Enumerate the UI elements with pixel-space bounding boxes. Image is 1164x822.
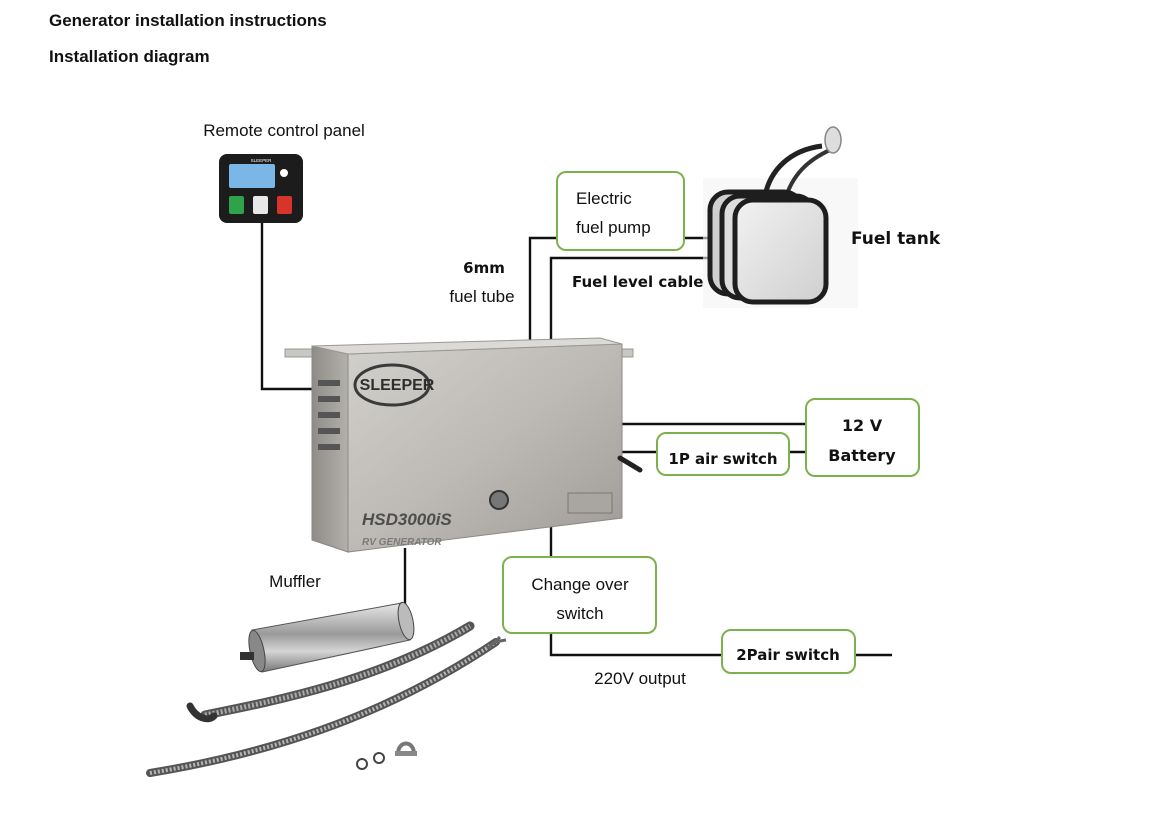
muffler (240, 601, 415, 673)
changeover-label-line2: switch (556, 604, 603, 623)
generator-unit: SLEEPER HSD3000iS RV GENERATOR (284, 337, 643, 553)
remote-panel-label: Remote control panel (203, 121, 365, 140)
electric-fuel-pump-label-line1: Electric (576, 189, 632, 208)
fuel-level-cable-label: Fuel level cable (572, 273, 703, 291)
pair-switch-label: 2Pair switch (736, 646, 840, 664)
changeover-label-line1: Change over (531, 575, 629, 594)
air-switch-box (656, 432, 790, 476)
battery-label-line1: 12 V (842, 416, 883, 435)
fuel-tube-label-line1: 6mm (463, 259, 505, 277)
remote-control-panel: SLEEPER (219, 154, 303, 223)
fuel-cap-icon (489, 490, 509, 510)
fuel-tank (703, 126, 858, 308)
vent-slots (318, 380, 340, 450)
electric-fuel-pump-label-line2: fuel pump (576, 218, 651, 237)
panel-knob-icon (280, 169, 288, 177)
page-subtitle: Installation diagram (49, 47, 210, 66)
battery-label-line2: Battery (828, 446, 896, 465)
hose-clamps-icon (356, 741, 417, 770)
pair-switch-box (721, 629, 856, 674)
fuel-tube-line (528, 236, 557, 340)
model-subtitle: RV GENERATOR (362, 537, 442, 548)
changeover-switch-box (502, 556, 657, 634)
air-switch-label: 1P air switch (668, 450, 777, 468)
fuel-level-cable-line (549, 256, 712, 340)
model-name: HSD3000iS (362, 510, 452, 529)
auto-button-icon (253, 196, 268, 214)
fuel-tube-label-line2: fuel tube (449, 287, 514, 306)
output-line (549, 633, 722, 657)
panel-screen (229, 164, 275, 188)
muffler-label: Muffler (269, 572, 321, 591)
wiring (260, 222, 892, 657)
fuel-tank-label: Fuel tank (851, 229, 941, 249)
nameplate (567, 492, 613, 514)
tank-fitting-icon (824, 126, 842, 154)
electric-fuel-pump-box (556, 171, 685, 251)
page-title: Generator installation instructions (49, 11, 327, 30)
exhaust-hose-long (146, 635, 507, 777)
brand-logo: SLEEPER (360, 377, 435, 394)
exhaust-hose-short (186, 621, 475, 723)
battery-box (805, 398, 920, 477)
svg-text:SLEEPER: SLEEPER (251, 158, 273, 163)
remote-panel-cable (260, 222, 312, 391)
start-button-icon (229, 196, 244, 214)
stop-button-icon (277, 196, 292, 214)
output-label: 220V output (594, 669, 686, 688)
